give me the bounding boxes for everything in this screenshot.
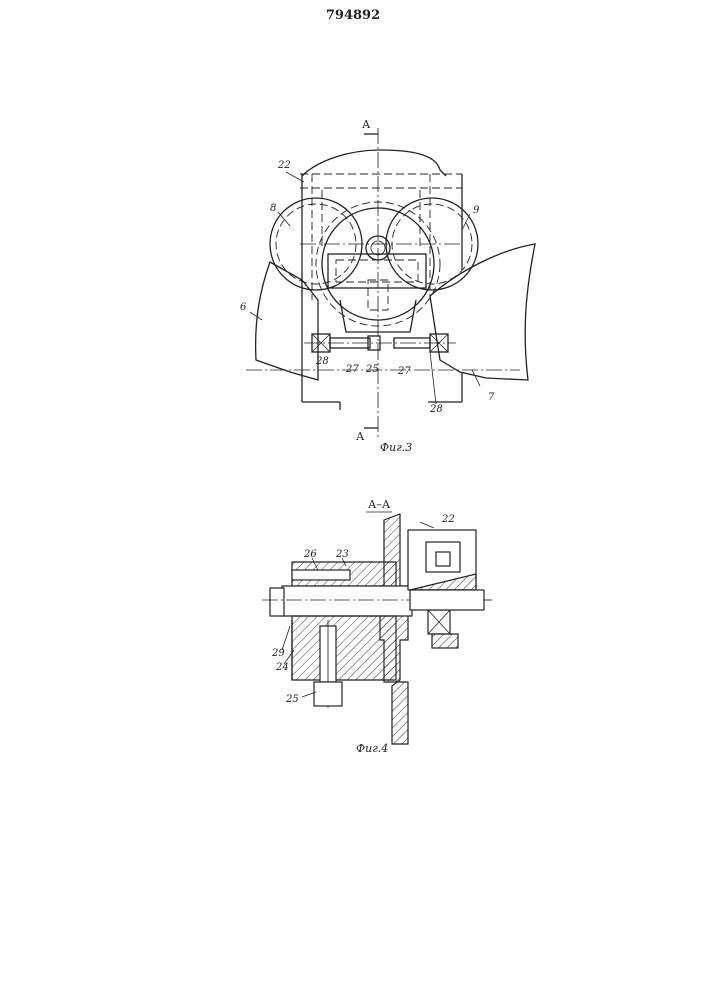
figure-4: А–А 2 [262, 498, 492, 755]
housing-outline [302, 150, 446, 176]
fig3-label-28-left: 28 [315, 356, 329, 367]
section-mark-bottom: А [356, 430, 365, 443]
fig3-label-6: 6 [240, 302, 247, 313]
fig4-label-23: 23 [335, 549, 349, 560]
end-cap-29 [270, 588, 284, 616]
fig3-label-27-left: 27 [345, 364, 359, 375]
fig4-label-26: 26 [303, 549, 317, 560]
body-24 [292, 616, 396, 680]
section-title: А–А [368, 498, 391, 511]
section-mark-top: А [362, 118, 371, 131]
body-7 [430, 244, 535, 380]
fig4-label-22: 22 [441, 514, 455, 525]
shaft [282, 586, 412, 616]
fig3-label-22: 22 [277, 160, 291, 171]
fig4-caption: Фиг.4 [356, 742, 388, 755]
fig4-label-25: 25 [285, 694, 299, 705]
fig3-caption: Фиг.3 [380, 441, 412, 454]
fig4-label-29: 29 [271, 648, 285, 659]
fig3-label-9: 9 [473, 205, 480, 216]
fig3-label-27-right: 27 [397, 366, 411, 377]
bracket [328, 254, 426, 288]
patent-number: 794892 [326, 8, 380, 23]
fig4-label-24: 24 [275, 662, 289, 673]
fig3-label-25: 25 [365, 364, 379, 375]
fig3-label-7: 7 [488, 392, 495, 403]
figure-3: А А 22 8 9 6 28 27 25 27 28 7 Фиг.3 [240, 118, 535, 454]
fig3-label-8: 8 [270, 203, 276, 214]
fig3-label-28-right: 28 [429, 404, 443, 415]
